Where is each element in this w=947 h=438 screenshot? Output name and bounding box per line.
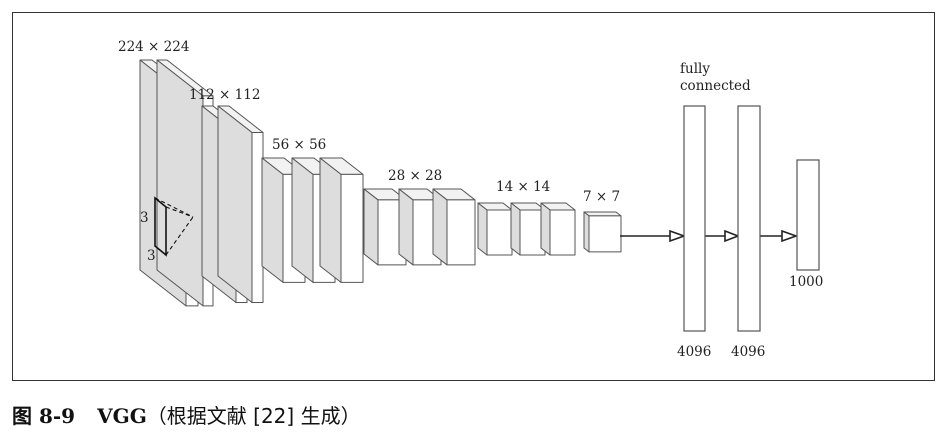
conv-block-14c-side	[540, 202, 551, 256]
arrow-head	[669, 229, 687, 243]
layer-blocks	[139, 59, 622, 307]
arrow-head	[781, 229, 799, 243]
label-7: 7 × 7	[583, 189, 620, 205]
kernel-ray	[154, 197, 194, 218]
conv-block-14a-side	[477, 202, 488, 256]
kernel-height-label: 3	[147, 248, 156, 264]
arrow-head	[724, 229, 741, 243]
label-224: 224 × 224	[118, 39, 189, 55]
conv-block-7	[583, 211, 622, 253]
conv-block-56b-side	[291, 157, 314, 283]
conv-block-28b-side	[398, 188, 414, 266]
label-56: 56 × 56	[272, 137, 326, 153]
conv-slab-112b	[217, 105, 264, 304]
conv-block-7-front	[588, 215, 622, 253]
conv-block-56c-front	[340, 173, 364, 283]
vgg-diagram: 3 3 224 × 224 112 × 112 56 × 56 28 × 28 …	[118, 39, 823, 360]
figure-note: （根据文献 [22] 生成）	[146, 404, 361, 428]
fc-title-line2: connected	[680, 78, 751, 94]
conv-slab-112b-front	[251, 132, 264, 304]
conv-block-28c	[432, 188, 476, 266]
conv-block-14c	[540, 202, 576, 256]
output-size-label: 1000	[789, 274, 823, 290]
conv-block-14b	[510, 202, 546, 256]
conv-block-28a-side	[363, 188, 379, 266]
output-layer	[796, 159, 820, 271]
label-14: 14 × 14	[496, 179, 550, 195]
figure-frame	[12, 12, 935, 381]
conv-block-14a-front	[486, 209, 513, 256]
fc1-size-label: 4096	[677, 344, 711, 360]
conv-block-14a	[477, 202, 513, 256]
conv-block-14b-front	[519, 209, 546, 256]
figure-caption: 图 8-9 VGG（根据文献 [22] 生成）	[12, 400, 361, 429]
conv-block-56a-side	[261, 157, 284, 283]
conv-block-28c-side	[432, 188, 448, 266]
conv-block-28c-front	[446, 199, 476, 266]
label-28: 28 × 28	[388, 168, 442, 184]
flow-arrows	[620, 229, 799, 243]
conv-block-7-side	[583, 211, 590, 253]
kernel-3x3	[154, 196, 194, 257]
conv-block-14b-side	[510, 202, 521, 256]
kernel-ray	[165, 216, 194, 256]
conv-block-56c-side	[319, 157, 342, 283]
conv-slab-112b-side	[217, 105, 253, 304]
fc-layer-2	[737, 105, 761, 332]
figure-number: 图 8-9	[12, 404, 76, 428]
kernel-width-label: 3	[140, 210, 149, 226]
kernel-ray	[165, 206, 194, 218]
fc-title-line1: fully	[680, 61, 710, 77]
fc-layer-1	[683, 105, 706, 332]
conv-block-56c	[319, 157, 364, 283]
conv-block-14c-front	[549, 209, 576, 256]
fc2-size-label: 4096	[731, 344, 765, 360]
conv-block-7-top	[583, 211, 622, 217]
figure-title: VGG	[97, 404, 147, 428]
label-112: 112 × 112	[189, 87, 260, 103]
